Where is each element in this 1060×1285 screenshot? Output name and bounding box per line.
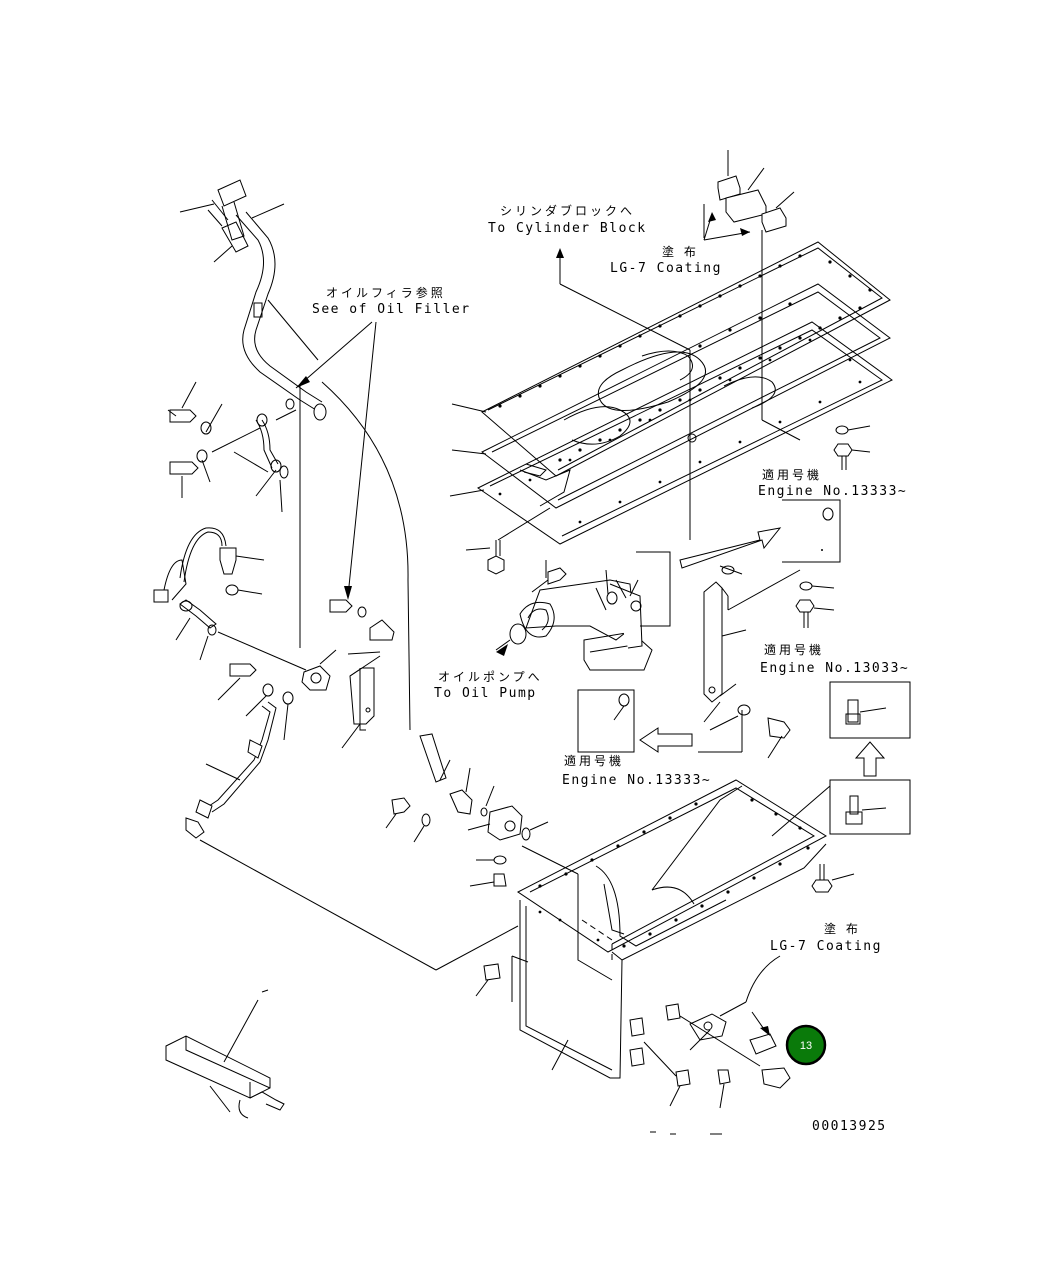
oil-pump-label: オイルポンプへ To Oil Pump	[434, 670, 543, 701]
engine-jp-3: 適用号機	[564, 753, 624, 768]
oil-filler-jp: オイルフィラ参照	[326, 285, 446, 300]
left-hose-group	[167, 381, 289, 513]
top-plate-holes	[498, 254, 872, 462]
cylinder-block-en: To Cylinder Block	[488, 221, 647, 236]
cylinder-block-jp: シリンダブロックへ	[500, 203, 635, 218]
coating-en: LG-7 Coating	[610, 261, 722, 276]
oil-pan	[511, 779, 828, 1079]
pan-right-bolt	[811, 864, 855, 893]
washer-bolt-mid	[709, 704, 791, 759]
engine-no-13333-a: Engine No.13333~	[758, 484, 907, 499]
drawing-number: 00013925	[812, 1119, 887, 1134]
oil-filler-pipe	[179, 179, 327, 421]
detail-box-1	[782, 499, 841, 563]
side-plug	[475, 963, 501, 997]
oil-filler-label: オイルフィラ参照 See of Oil Filler	[295, 285, 471, 600]
engine-label-1: 適用号機 Engine No.13333~	[758, 467, 907, 499]
pan-fitting-group	[385, 733, 579, 887]
oil-sensor-cable	[153, 527, 265, 603]
callout-13-circle[interactable]	[785, 1024, 827, 1066]
dipstick-tool	[165, 989, 285, 1119]
oil-pump-jp: オイルポンプへ	[438, 670, 543, 684]
filler-guide-line	[321, 381, 411, 731]
tee-fitting-group	[175, 384, 337, 691]
arrow-left	[639, 710, 743, 753]
lower-left-tube	[185, 663, 437, 971]
oil-pump-en: To Oil Pump	[434, 686, 537, 701]
bracket-bolts	[329, 599, 395, 641]
bracket	[341, 651, 381, 749]
pan-guide-line	[435, 925, 519, 971]
arrow-up	[854, 741, 886, 777]
top-plate	[451, 241, 891, 477]
coating2-jp: 塗 布	[824, 921, 861, 936]
engine-jp-1: 適用号機	[762, 467, 822, 482]
right-bolts-upper	[833, 425, 871, 470]
engine-no-13033: Engine No.13033~	[760, 661, 909, 676]
callout-13[interactable]: 13	[785, 1024, 827, 1066]
right-bolts-middle	[795, 581, 835, 628]
oil-suction-pipe	[495, 551, 671, 671]
detail-box-3	[829, 681, 911, 739]
gasket-blocks	[703, 150, 795, 241]
engine-jp-2: 適用号機	[764, 642, 824, 657]
vertical-bracket	[703, 565, 801, 723]
arrow-right	[679, 527, 782, 569]
oil-filler-en: See of Oil Filler	[312, 302, 471, 317]
engine-no-13333-b: Engine No.13333~	[562, 773, 711, 788]
coating-label-top: 塗 布 LG-7 Coating	[610, 244, 722, 276]
callout-13-number[interactable]: 13	[800, 1040, 812, 1052]
plate-bolt	[465, 507, 551, 575]
engine-label-3: 適用号機 Engine No.13333~	[562, 753, 711, 788]
engine-label-2: 適用号機 Engine No.13033~	[760, 642, 909, 676]
coating-jp: 塗 布	[662, 244, 699, 259]
coating2-en: LG-7 Coating	[770, 939, 882, 954]
gasket	[451, 283, 891, 509]
detail-box-4	[771, 779, 911, 837]
bottom-plate	[449, 230, 893, 545]
drain-plugs	[629, 1003, 791, 1109]
coating-label-bottom: 塗 布 LG-7 Coating	[719, 921, 882, 1036]
detail-box-2	[577, 689, 635, 753]
cylinder-block-label: シリンダブロックへ To Cylinder Block	[488, 203, 691, 540]
